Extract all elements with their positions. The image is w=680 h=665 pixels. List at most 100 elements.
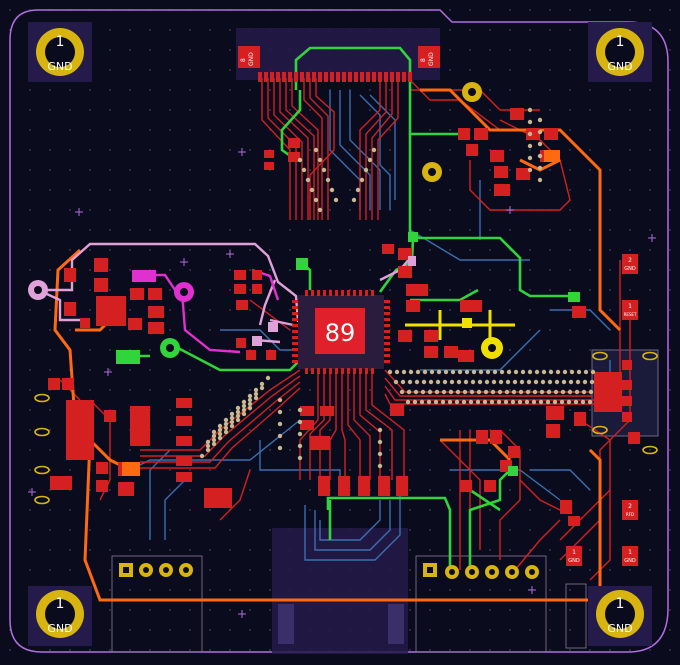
top-connector-labels: 8 GND 8 GND [240, 52, 435, 66]
via [241, 407, 247, 413]
via [567, 389, 573, 395]
via [537, 165, 543, 171]
highlighted-parts [116, 150, 580, 476]
via [561, 379, 567, 385]
pad-label-4-pin: 1 [572, 549, 576, 556]
via [329, 187, 335, 193]
via [367, 157, 373, 163]
via [573, 399, 579, 405]
via [317, 157, 323, 163]
via [462, 389, 468, 395]
via [217, 427, 223, 433]
via [499, 369, 505, 375]
via [223, 417, 229, 423]
via [297, 431, 303, 437]
via [265, 375, 271, 381]
via [489, 399, 495, 405]
via [247, 401, 253, 407]
via [412, 399, 418, 405]
top-left-pin-label: 8 [240, 58, 247, 62]
via [259, 381, 265, 387]
via [588, 389, 594, 395]
via [297, 407, 303, 413]
via [534, 369, 540, 375]
via [277, 397, 283, 403]
via [541, 369, 547, 375]
via [223, 421, 229, 427]
via [527, 369, 533, 375]
top-right-pin-label: 8 [420, 58, 427, 62]
via [241, 399, 247, 405]
via [253, 391, 259, 397]
via [559, 399, 565, 405]
via [537, 153, 543, 159]
via [405, 399, 411, 405]
via [428, 379, 434, 385]
via [205, 439, 211, 445]
via [476, 389, 482, 395]
pad-label-5-pin: 1 [628, 549, 632, 556]
via [504, 389, 510, 395]
via [247, 405, 253, 411]
via [247, 393, 253, 399]
via [422, 369, 428, 375]
top-left-net-label: GND [248, 52, 255, 66]
via [485, 369, 491, 375]
via [297, 443, 303, 449]
via [441, 389, 447, 395]
via [229, 419, 235, 425]
mount-hole-4-number: 1 [616, 596, 625, 612]
via [259, 385, 265, 391]
via [562, 369, 568, 375]
pad-label-2-pin: 1 [628, 303, 632, 310]
via [492, 369, 498, 375]
via [247, 397, 253, 403]
via [539, 389, 545, 395]
via [483, 389, 489, 395]
via [475, 399, 481, 405]
mount-hole-top-right: 1 GND [588, 22, 652, 82]
mount-hole-4-net: GND [607, 622, 632, 635]
via [553, 389, 559, 395]
via [455, 389, 461, 395]
mcu-label: 89 [325, 319, 356, 347]
cross-markers [28, 148, 656, 618]
via [325, 177, 331, 183]
via [333, 197, 339, 203]
pad-label-1-pin: 2 [628, 257, 632, 264]
via [377, 427, 383, 433]
via [277, 433, 283, 439]
via [408, 369, 414, 375]
via [548, 369, 554, 375]
via [223, 429, 229, 435]
via [394, 369, 400, 375]
via [313, 147, 319, 153]
via [469, 389, 475, 395]
via [377, 463, 383, 469]
via [527, 131, 533, 137]
via [429, 369, 435, 375]
via [217, 423, 223, 429]
via [211, 433, 217, 439]
via [205, 443, 211, 449]
via [554, 379, 560, 385]
via [442, 379, 448, 385]
via [555, 369, 561, 375]
via [484, 379, 490, 385]
via [538, 399, 544, 405]
via [575, 379, 581, 385]
mount-hole-3-number: 1 [56, 596, 65, 612]
pad-label-3-net: RFD [626, 512, 634, 517]
via [512, 379, 518, 385]
via [305, 177, 311, 183]
header-left-outline [111, 555, 203, 653]
mcu-chip: 89 [292, 290, 390, 374]
mount-hole-2-number: 1 [616, 34, 625, 50]
via [468, 399, 474, 405]
via [496, 399, 502, 405]
via [355, 187, 361, 193]
via [297, 419, 303, 425]
via [547, 379, 553, 385]
via [576, 369, 582, 375]
